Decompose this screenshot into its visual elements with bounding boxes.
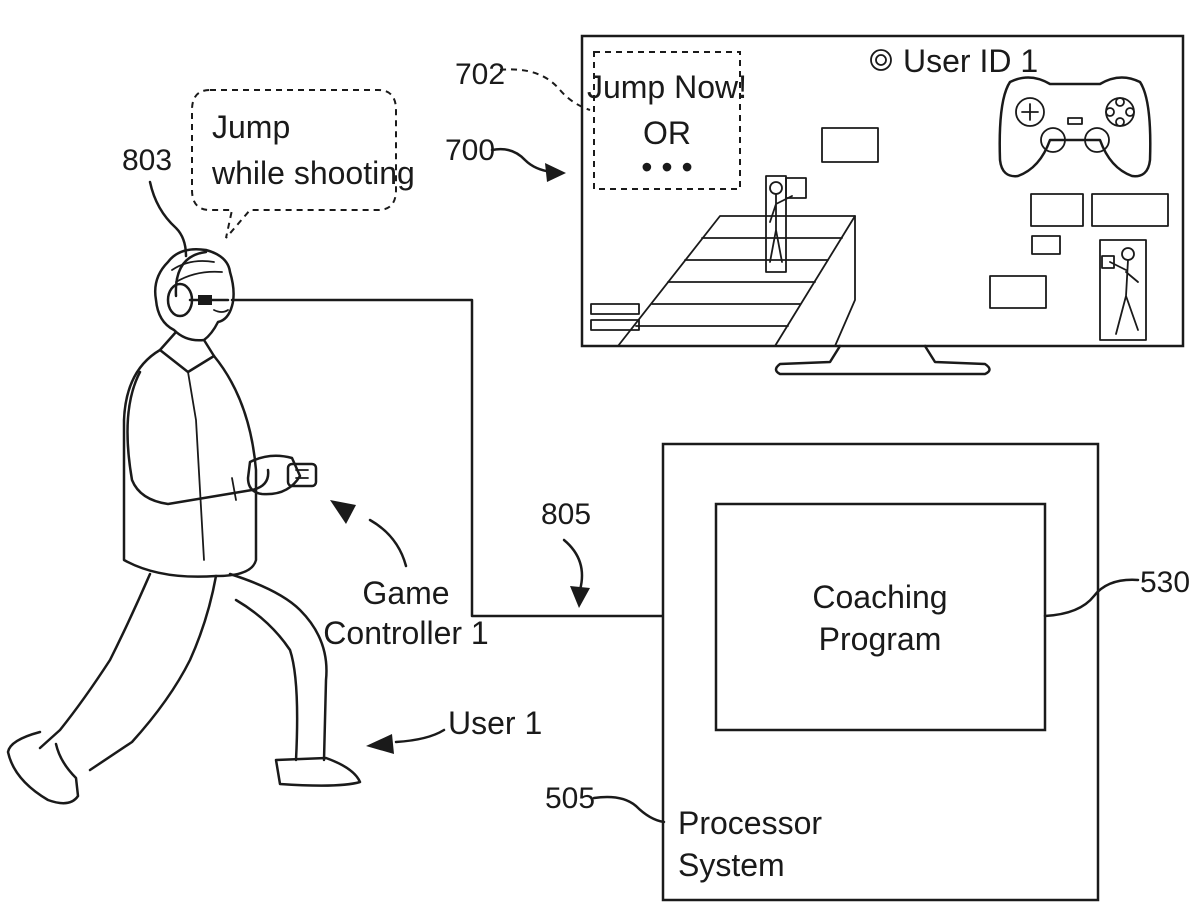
processor-label-line-2: System <box>678 847 785 883</box>
leader-505 <box>592 795 666 824</box>
leader-controller <box>368 518 408 568</box>
user-head <box>154 248 235 342</box>
connector-805 <box>230 298 718 618</box>
scene-panel <box>821 127 879 163</box>
arrowhead-700 <box>545 163 566 182</box>
ref-803: 803 <box>122 144 172 177</box>
user-back-shoe <box>6 730 80 805</box>
prompt-or: OR <box>643 115 691 151</box>
user-label: User 1 <box>448 705 542 741</box>
arrowhead-user <box>366 734 394 754</box>
leader-700 <box>490 147 554 174</box>
processor-label-line-1: Processor <box>678 805 822 841</box>
ref-700: 700 <box>445 134 495 167</box>
speech-bubble: Jump while shooting <box>191 89 415 239</box>
game-scene <box>590 127 1169 347</box>
coaching-label-line-1: Coaching <box>812 579 947 615</box>
headset-icon <box>166 250 230 318</box>
scene-bar <box>590 319 640 331</box>
leader-702 <box>499 68 591 111</box>
ref-702: 702 <box>455 58 505 91</box>
character-right <box>1099 239 1147 341</box>
speech-line-1: Jump <box>212 109 290 145</box>
screen-user-id-label: User ID 1 <box>903 43 1038 79</box>
target-icon <box>870 49 892 71</box>
user-figure <box>6 248 362 805</box>
staircase <box>617 215 856 347</box>
screen-user-id: User ID 1 <box>870 43 1038 79</box>
scene-panel <box>1091 193 1169 227</box>
ref-805: 805 <box>541 498 591 531</box>
held-controller <box>286 462 318 488</box>
coaching-program-box: Coaching Program <box>714 502 1047 732</box>
scene-item <box>1031 235 1061 255</box>
scene-panel <box>989 275 1047 309</box>
scene-panel <box>1030 193 1084 227</box>
controller-label-line-2: Controller 1 <box>323 615 488 651</box>
leader-805 <box>562 538 584 592</box>
prompt-ellipsis: • • • <box>641 149 692 185</box>
gamepad-icon <box>998 76 1152 178</box>
display-monitor <box>580 34 1185 376</box>
user-front-shoe <box>274 756 362 787</box>
leader-user <box>394 728 446 744</box>
ref-530: 530 <box>1140 566 1190 599</box>
arrowhead-805 <box>570 586 590 608</box>
ref-505: 505 <box>545 782 595 815</box>
prompt-jump-now: Jump Now! <box>587 69 747 105</box>
leader-530 <box>1043 578 1140 618</box>
arrowhead-controller <box>330 500 356 524</box>
character-on-stairs <box>765 175 807 273</box>
controller-label-line-1: Game <box>362 575 449 611</box>
speech-line-2: while shooting <box>211 155 415 191</box>
prompt-box: Jump Now! OR • • • <box>587 51 747 190</box>
leader-803 <box>148 180 188 258</box>
scene-bar <box>590 303 640 315</box>
monitor-stand <box>774 344 991 376</box>
coaching-label-line-2: Program <box>819 621 942 657</box>
